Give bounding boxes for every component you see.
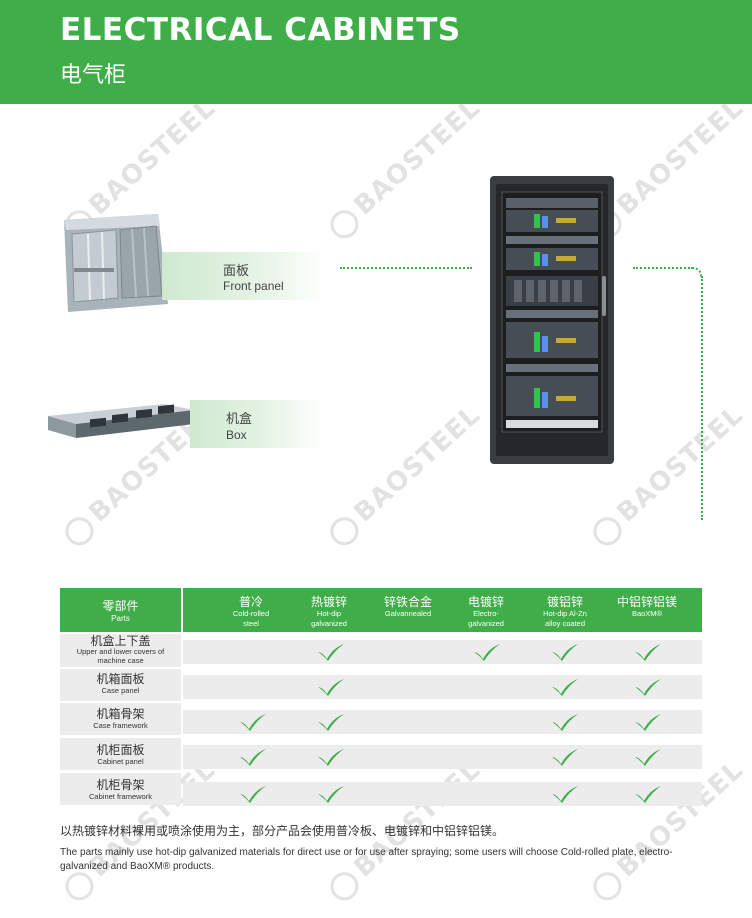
check-icon: [552, 679, 578, 696]
table-row-bg: [183, 710, 702, 734]
column-header-en: Hot-dip galvanized: [311, 609, 347, 628]
table-row-label-cn: 机柜骨架: [96, 778, 145, 792]
table-header-columns: [183, 588, 702, 632]
check-icon: [635, 644, 661, 661]
check-icon: [318, 749, 344, 766]
box-label-en: Box: [226, 428, 247, 442]
column-header-cn: 热镀锌: [310, 595, 347, 609]
column-header-cn: 锌铁合金: [383, 595, 432, 609]
front-panel-label-strip: [162, 252, 327, 300]
check-icon: [552, 644, 578, 661]
column-header-cn: 镀铝锌: [546, 595, 583, 609]
table-row-label-cn: 机箱面板: [96, 672, 145, 686]
table-row-bg: [183, 640, 702, 664]
table-row-label-bg: [60, 634, 181, 667]
table-row-bg: [183, 782, 702, 806]
column-header-en: Electro-galvanized: [468, 609, 504, 628]
front-panel-label-cn: 面板: [223, 263, 250, 278]
front-panel-label-en: Front panel: [223, 279, 284, 293]
column-header-en: BaoXM®: [631, 609, 663, 618]
box-image: [48, 404, 194, 438]
column-header-cn: 普冷: [238, 595, 263, 609]
table-header-parts-cn: 零部件: [102, 599, 139, 613]
check-icon: [635, 679, 661, 696]
server-cabinet-image: [490, 176, 614, 464]
table-row-label-cn: 机盒上下盖: [90, 634, 151, 648]
check-icon: [635, 749, 661, 766]
column-header-cn: 电镀锌: [467, 595, 504, 609]
check-icon: [318, 786, 344, 803]
table-row-bg: [183, 675, 702, 699]
footer-text-en: The parts mainly use hot-dip galvanized …: [60, 847, 673, 872]
box-label-strip: [190, 400, 325, 448]
table-header-parts: [60, 588, 181, 632]
check-icon: [318, 644, 344, 661]
table-row-label-en: Case panel: [101, 686, 140, 695]
check-icon: [240, 714, 266, 731]
connector-line-right: [633, 267, 693, 269]
watermark-text: BAOSTEEL: [611, 399, 750, 529]
connector-line-vertical: [701, 276, 703, 520]
connector-corner: [691, 267, 702, 278]
table-row-bg: [183, 745, 702, 769]
watermark-text: BAOSTEEL: [348, 399, 487, 529]
table-row-label-cn: 机柜面板: [96, 743, 145, 757]
front-panel-image: [64, 214, 168, 312]
check-icon: [318, 714, 344, 731]
check-icon: [474, 644, 500, 661]
check-icon: [635, 786, 661, 803]
table-row-label-bg: [60, 669, 181, 701]
table-row-label-cn: 机箱骨架: [96, 707, 145, 721]
column-header-en: Galvannealed: [384, 609, 432, 618]
table-row-label-en: Cabinet panel: [97, 757, 144, 766]
table-row-label-bg: [60, 703, 181, 735]
check-icon: [552, 749, 578, 766]
connector-line-left: [340, 267, 472, 269]
box-label-cn: 机盒: [226, 411, 253, 426]
column-header-cn: 中铝锌铝镁: [616, 595, 677, 609]
column-header-en: Cold-rolled steel: [232, 609, 270, 628]
footer-text-cn: 以热镀锌材料裸用或喷涂使用为主，部分产品会使用普冷板、电镀锌和中铝锌铝镁。: [60, 824, 505, 838]
table-row-label-en: Case framework: [93, 721, 148, 730]
check-icon: [552, 786, 578, 803]
table-row-label-bg: [60, 773, 181, 805]
check-icon: [240, 786, 266, 803]
watermark-logo: BAOSTEEL: [307, 377, 502, 563]
column-header-en: Hot-dip Al-Zn alloy coated: [543, 609, 587, 628]
page-title: ELECTRICAL CABINETS: [60, 12, 461, 48]
watermark-text: BAOSTEEL: [83, 92, 222, 222]
page-title-cn: 电气柜: [60, 63, 127, 88]
watermark-text: BAOSTEEL: [348, 92, 487, 222]
check-icon: [635, 714, 661, 731]
watermark-text: BAOSTEEL: [611, 92, 750, 222]
table-header-parts-en: Parts: [111, 614, 130, 623]
table-row-label-en: Upper and lower covers of machine case: [76, 647, 165, 665]
table-row-label-en: Cabinet framework: [89, 792, 152, 801]
check-icon: [552, 714, 578, 731]
check-icon: [318, 679, 344, 696]
page-header: ELECTRICAL CABINETS 电气柜: [0, 0, 752, 104]
table-row-label-bg: [60, 738, 181, 770]
check-icon: [240, 749, 266, 766]
